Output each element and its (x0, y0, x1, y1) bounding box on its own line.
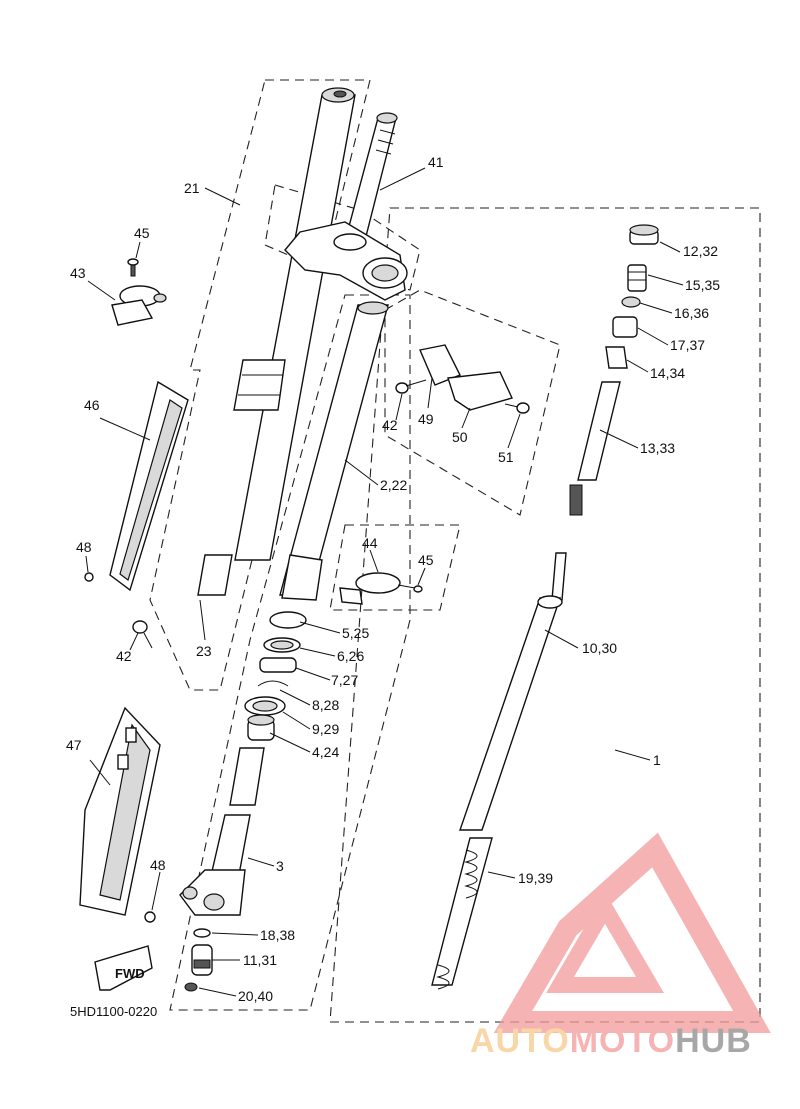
callout-41: 41 (428, 154, 444, 170)
watermark-triangle-outer (493, 832, 771, 1033)
leader-lines (85, 167, 684, 997)
lower-leg-3 (179, 747, 265, 916)
callout-42-bracket: 42 (382, 417, 398, 433)
callout-42-left: 42 (116, 648, 132, 664)
callout-12-32: 12,32 (683, 243, 718, 259)
callout-8-28: 8,28 (312, 697, 339, 713)
callout-47: 47 (66, 737, 82, 753)
bolt-42-left (132, 620, 153, 649)
clamp-43 (111, 258, 167, 326)
callout-10-30: 10,30 (582, 640, 617, 656)
callout-17-37: 17,37 (670, 337, 705, 353)
group-outline-outer-tube (149, 79, 371, 691)
callout-20-40: 20,40 (238, 988, 273, 1004)
group-outline-inner-kit (329, 207, 761, 1023)
callout-50: 50 (452, 429, 468, 445)
fwd-label: FWD (115, 966, 145, 981)
callout-43: 43 (70, 265, 86, 281)
callout-46: 46 (84, 397, 100, 413)
callout-51: 51 (498, 449, 514, 465)
callout-23: 23 (196, 643, 212, 659)
callout-19-39: 19,39 (518, 870, 553, 886)
fork-guard-47 (79, 706, 161, 923)
callout-7-27: 7,27 (331, 672, 358, 688)
group-outline-triple-clamp (264, 184, 421, 291)
base-valve-group (184, 928, 213, 992)
clamp-44 (339, 572, 423, 605)
watermark-triangle-inner (546, 892, 664, 993)
callout-2-22: 2,22 (380, 477, 407, 493)
callout-3: 3 (276, 858, 284, 874)
watermark-hub: HUB (675, 1022, 752, 1060)
cartridge-kit (431, 224, 659, 990)
fork-guard-46 (84, 380, 189, 592)
callout-44: 44 (362, 535, 378, 551)
bracket-50 (395, 344, 530, 414)
callout-48-bottom: 48 (150, 857, 166, 873)
callout-48-top: 48 (76, 539, 92, 555)
group-outline-bracket (384, 289, 561, 516)
callout-15-35: 15,35 (685, 277, 720, 293)
callout-18-38: 18,38 (260, 927, 295, 943)
watermark-moto: MOTO (570, 1022, 675, 1060)
watermark-logo: AUTOMOTOHUB (470, 832, 771, 1060)
callout-6-26: 6,26 (337, 648, 364, 664)
callout-21: 21 (184, 180, 200, 196)
callout-9-29: 9,29 (312, 721, 339, 737)
outer-tube-21 (197, 87, 356, 596)
callout-1: 1 (653, 752, 661, 768)
callout-49: 49 (418, 411, 434, 427)
callout-5-25: 5,25 (342, 625, 369, 641)
callout-45-clamp: 45 (418, 552, 434, 568)
group-outline-left-leg (169, 294, 411, 1011)
callout-4-24: 4,24 (312, 744, 339, 760)
fwd-arrow: FWD (94, 945, 153, 991)
watermark-auto: AUTO (470, 1022, 570, 1060)
callout-45-top: 45 (134, 225, 150, 241)
seal-stack (244, 611, 307, 741)
callout-13-33: 13,33 (640, 440, 675, 456)
callout-11-31: 11,31 (243, 952, 277, 968)
callout-labels: 41 21 45 43 46 48 42 23 47 48 12,32 15,3… (66, 154, 720, 1019)
diagram-code: 5HD1100-0220 (70, 1004, 157, 1019)
group-outline-clamp (329, 524, 461, 611)
steering-stem-41 (284, 112, 408, 301)
inner-tube-2-22 (279, 301, 389, 601)
svg-text:AUTOMOTOHUB: AUTOMOTOHUB (470, 1022, 752, 1060)
callout-16-36: 16,36 (674, 305, 709, 321)
callout-14-34: 14,34 (650, 365, 685, 381)
